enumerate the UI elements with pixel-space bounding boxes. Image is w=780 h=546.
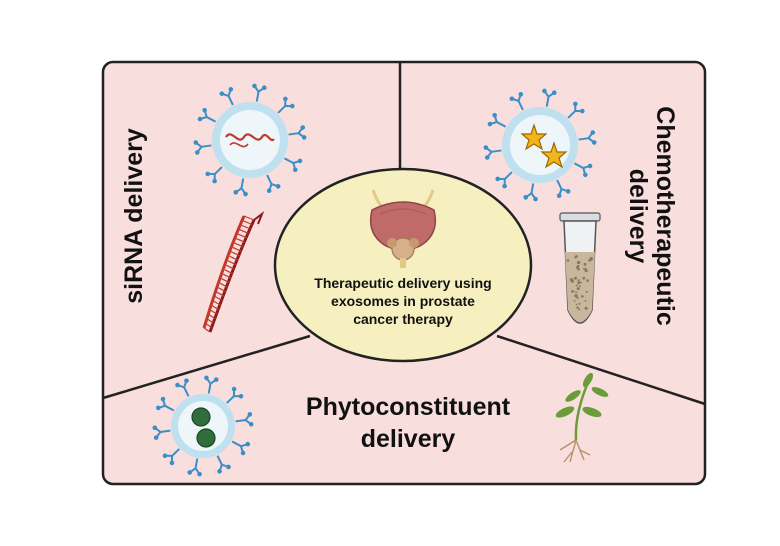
divider-right: [496, 334, 706, 406]
drug-star-icon: [540, 141, 568, 169]
drug-star-icon: [520, 123, 548, 151]
plant-icon: [555, 372, 609, 463]
prostate-icon: [369, 189, 437, 268]
exosome-phyto-icon: [151, 374, 255, 478]
rna-ladder-icon: [202, 211, 265, 333]
center-text-line2: exosomes in prostate: [331, 293, 475, 309]
center-text-line3: cancer therapy: [353, 311, 453, 327]
exosome-icon: [192, 82, 308, 198]
center-text-line1: Therapeutic delivery using: [314, 275, 491, 291]
divider-left: [102, 334, 311, 400]
rna-strand-icon: [225, 133, 275, 142]
exosome-drug-icon: [482, 87, 598, 203]
chemotherapeutic-delivery-label: delivery: [624, 169, 652, 264]
phytoconstituent-label: Phytoconstituent: [306, 393, 511, 421]
test-tube-icon: [559, 212, 601, 324]
phyto-bead-icon: [191, 407, 211, 427]
sirna-delivery-label: siRNA delivery: [120, 128, 148, 304]
chemotherapeutic-label: Chemotherapeutic: [651, 106, 679, 326]
phyto-bead-icon: [196, 428, 216, 448]
phytoconstituent-delivery-label: delivery: [361, 425, 456, 453]
